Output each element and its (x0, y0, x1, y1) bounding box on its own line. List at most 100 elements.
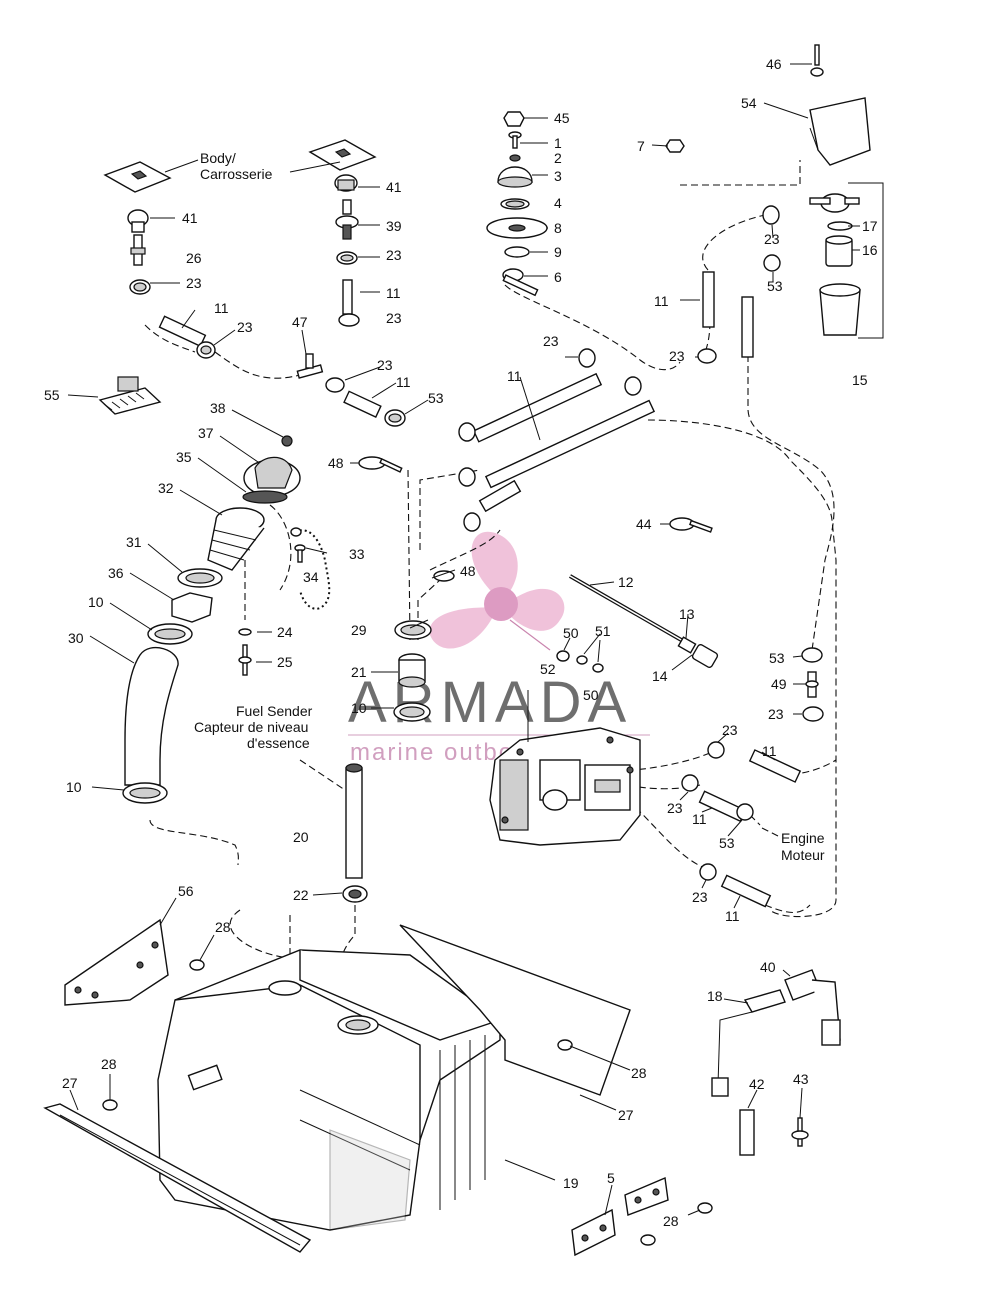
callout-26: 26 (186, 250, 202, 266)
cap-seal-35 (242, 490, 288, 504)
filter-bowl-15 (819, 283, 861, 336)
callout-53-right: 53 (769, 650, 785, 666)
strap-buckle-42 (739, 1109, 755, 1156)
filler-dome-3 (497, 166, 533, 188)
fuel-pickup-6 (502, 268, 539, 297)
clamp-23-right (802, 706, 824, 722)
callout-4: 4 (554, 195, 562, 211)
clamp-23-a (578, 348, 596, 368)
rail-27-left (43, 1103, 312, 1253)
callout-23-a: 23 (543, 333, 559, 349)
callout-1: 1 (554, 135, 562, 151)
gasket-22 (342, 885, 368, 903)
bracket-54 (809, 97, 871, 166)
clamp-23-center-top (336, 251, 358, 265)
callout-23-engine-2: 23 (667, 800, 683, 816)
strap-18 (711, 989, 786, 1097)
gasket-31 (177, 568, 223, 588)
callout-48-upper: 48 (328, 455, 344, 471)
clamp-53-mid (458, 422, 476, 442)
hose-11-engine-3 (720, 874, 772, 908)
tie-wrap-48-lower (433, 570, 455, 582)
clamp-53-tee (384, 409, 406, 427)
plate-5-b (624, 1176, 669, 1216)
callout-43: 43 (793, 1071, 809, 1087)
callout-23-left: 23 (237, 319, 253, 335)
cap-plug-38 (281, 435, 293, 447)
callout-28-c: 28 (631, 1065, 647, 1081)
rollover-valve-39 (335, 199, 359, 240)
clamp-53-right (801, 647, 823, 663)
clamp-23-filter (762, 205, 780, 225)
callout-11-engine-1: 11 (762, 743, 777, 759)
bolt-25 (238, 644, 252, 676)
label-fuel-sender: Fuel Sender (236, 703, 313, 719)
callout-53-engine: 53 (719, 835, 735, 851)
nut-7 (665, 139, 685, 153)
knob-14 (691, 643, 719, 669)
nut-51 (576, 655, 604, 673)
callout-34: 34 (303, 569, 319, 585)
clamp-23-engine-1 (707, 741, 725, 759)
clamp-10-sender (393, 702, 431, 722)
callout-53-tee: 53 (428, 390, 444, 406)
callout-31: 31 (126, 534, 142, 550)
callout-41-left: 41 (182, 210, 198, 226)
callout-21: 21 (351, 664, 367, 680)
callout-19: 19 (563, 1175, 579, 1191)
callout-45: 45 (554, 110, 570, 126)
label-essence: d'essence (247, 735, 310, 751)
callout-11-center: 11 (386, 285, 401, 301)
hose-11-long-lower (484, 399, 656, 489)
callout-28-b: 28 (101, 1056, 117, 1072)
screw-28-d (697, 1202, 713, 1214)
callout-49: 49 (771, 676, 787, 692)
callout-10-bottom: 10 (66, 779, 82, 795)
filler-neck-32 (207, 507, 265, 571)
clip-55 (98, 376, 162, 415)
callout-52: 52 (540, 661, 556, 677)
callout-14: 14 (652, 668, 668, 684)
fuel-sender-20 (345, 763, 363, 879)
tether-33 (290, 527, 331, 610)
hose-11-engine-1 (748, 749, 802, 783)
screw-28-e (640, 1234, 656, 1246)
callout-25: 25 (277, 654, 293, 670)
callout-numbers: 46 54 7 45 1 2 3 4 8 9 6 41 39 23 11 23 … (44, 56, 878, 1229)
gasket-4 (500, 198, 530, 210)
callout-40: 40 (760, 959, 776, 975)
callout-50-bottom: 50 (583, 687, 599, 703)
nut-13 (677, 636, 697, 654)
armada-propeller-logo (429, 531, 565, 651)
callout-23-right: 23 (768, 706, 784, 722)
flange-8 (486, 217, 548, 239)
bracket-56 (64, 918, 169, 1006)
callout-23-center-mid: 23 (386, 310, 402, 326)
pin-43 (791, 1117, 809, 1147)
callout-44: 44 (636, 516, 652, 532)
screw-28-c (557, 1039, 573, 1051)
callout-37: 37 (198, 425, 214, 441)
callout-27-left: 27 (62, 1075, 78, 1091)
callout-23-c: 23 (669, 348, 685, 364)
callout-16: 16 (862, 242, 878, 258)
callout-10-top: 10 (88, 594, 104, 610)
callout-23-engine-3: 23 (692, 889, 708, 905)
callout-46: 46 (766, 56, 782, 72)
callout-23-left-top: 23 (186, 275, 202, 291)
body-plate-left (103, 161, 172, 193)
callout-23-filter: 23 (764, 231, 780, 247)
tee-fitting-47 (296, 353, 324, 379)
label-body: Body/ (200, 150, 236, 166)
callout-55: 55 (44, 387, 60, 403)
vent-fitting-26 (130, 234, 146, 266)
fuel-tank-19 (157, 949, 501, 1231)
hose-11-filter-right (741, 296, 754, 358)
callout-23-engine-1: 23 (722, 722, 738, 738)
hose-11-left (158, 315, 207, 348)
label-engine: Engine (781, 830, 825, 846)
callout-32: 32 (158, 480, 174, 496)
callout-38: 38 (210, 400, 226, 416)
callout-56: 56 (178, 883, 194, 899)
callout-29: 29 (351, 622, 367, 638)
